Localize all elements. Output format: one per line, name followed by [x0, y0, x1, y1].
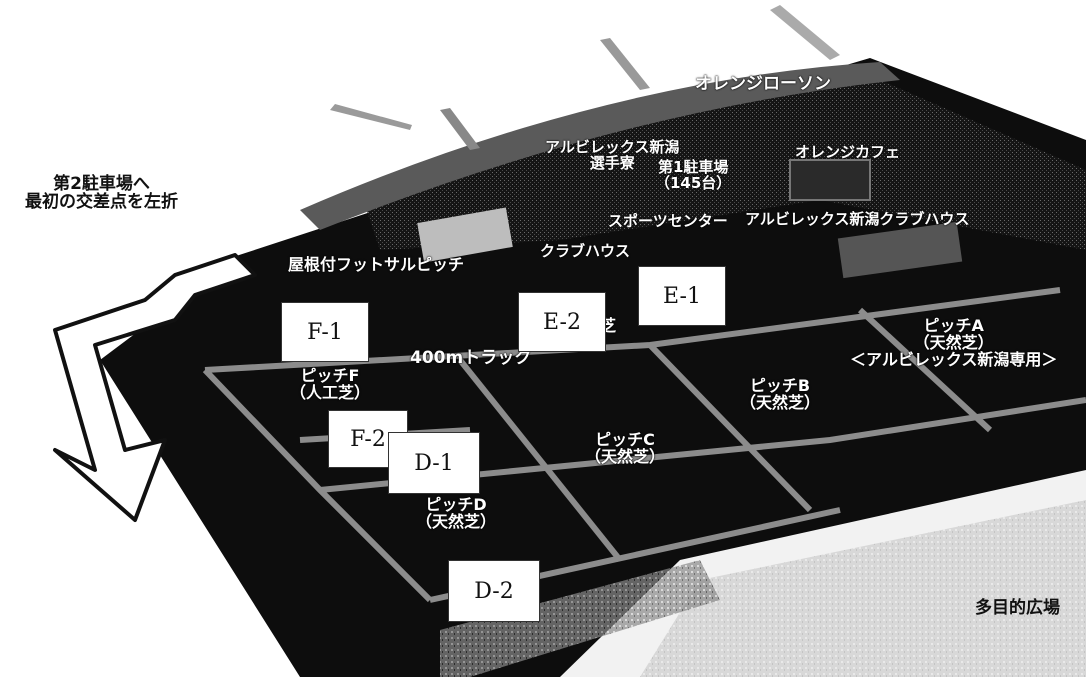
pitch-b-grass: （天然芝） — [740, 392, 821, 412]
pitch-d-label: ピッチD （天然芝） — [416, 495, 497, 531]
parking1-label-line2: （145台） — [655, 173, 732, 192]
parking2-directions-line1: 第2駐車場へ — [53, 174, 150, 194]
pitch-a-label: ピッチA （天然芝） ＜アルビレックス新潟専用＞ — [850, 316, 1058, 369]
pitch-b-label: ピッチB （天然芝） — [740, 376, 821, 412]
north-road — [300, 62, 900, 230]
pitch-f-grass: （人工芝） — [290, 382, 371, 402]
top-streak-2 — [600, 38, 650, 90]
marker-d2[interactable]: D-2 — [448, 560, 540, 622]
top-streak-3 — [770, 5, 840, 60]
albirex-clubhouse-shape — [837, 221, 963, 279]
orange-lawson-label: オレンジローソン — [695, 74, 831, 94]
pitch-d-grass: （天然芝） — [416, 511, 497, 531]
parking2-directions-line2: 最初の交差点を左折 — [25, 191, 178, 212]
marker-f1[interactable]: F-1 — [281, 302, 369, 362]
pitch-d-name: ピッチD — [425, 495, 487, 514]
futsal-pitch-label: 屋根付フットサルピッチ — [288, 255, 465, 274]
pitch-c-name: ピッチC — [595, 430, 655, 449]
marker-e2[interactable]: E-2 — [518, 292, 606, 352]
site-ground — [100, 58, 1086, 677]
pitch-c-grass: （天然芝） — [585, 446, 666, 466]
parking1-label: 第1駐車場 （145台） — [655, 158, 732, 192]
plaza-texture — [640, 500, 1086, 677]
pitch-a-name: ピッチA — [923, 316, 984, 335]
albirex-clubhouse-label: アルビレックス新潟クラブハウス — [745, 210, 970, 228]
marker-d1[interactable]: D-1 — [388, 432, 480, 494]
pitch-b-name: ピッチB — [749, 376, 811, 395]
sports-center-label: スポーツセンター — [608, 212, 728, 230]
pitch-f-label: ピッチF （人工芝） — [290, 366, 371, 402]
pitch-c-label: ピッチC （天然芝） — [585, 430, 666, 466]
multipurpose-plaza-label: 多目的広場 — [975, 598, 1060, 618]
pitch-a-note: ＜アルビレックス新潟専用＞ — [850, 349, 1058, 369]
top-streak-1 — [440, 108, 480, 150]
marker-e1[interactable]: E-1 — [638, 266, 726, 326]
direction-arrow — [53, 253, 257, 522]
south-gravel-strip — [440, 560, 720, 677]
track-label: 400mトラック — [410, 348, 532, 368]
parking1-label-line1: 第1駐車場 — [657, 158, 729, 176]
albirex-dorm-label-line2: 選手寮 — [589, 153, 635, 172]
clubhouse-label: クラブハウス — [540, 242, 631, 260]
albirex-dorm-label-line1: アルビレックス新潟 — [545, 138, 680, 156]
north-building-band — [360, 80, 1086, 250]
albirex-dorm-label: アルビレックス新潟 選手寮 — [545, 138, 680, 172]
clubhouse-roof-shape — [417, 207, 513, 263]
parking-lot-1-shape — [789, 159, 871, 201]
pitch-f-name: ピッチF — [300, 366, 360, 385]
parking2-directions: 第2駐車場へ 最初の交差点を左折 — [25, 174, 178, 212]
pitch-a-grass: （天然芝） — [913, 332, 994, 352]
orange-cafe-label: オレンジカフェ — [795, 143, 901, 161]
top-streak-4 — [330, 104, 412, 130]
